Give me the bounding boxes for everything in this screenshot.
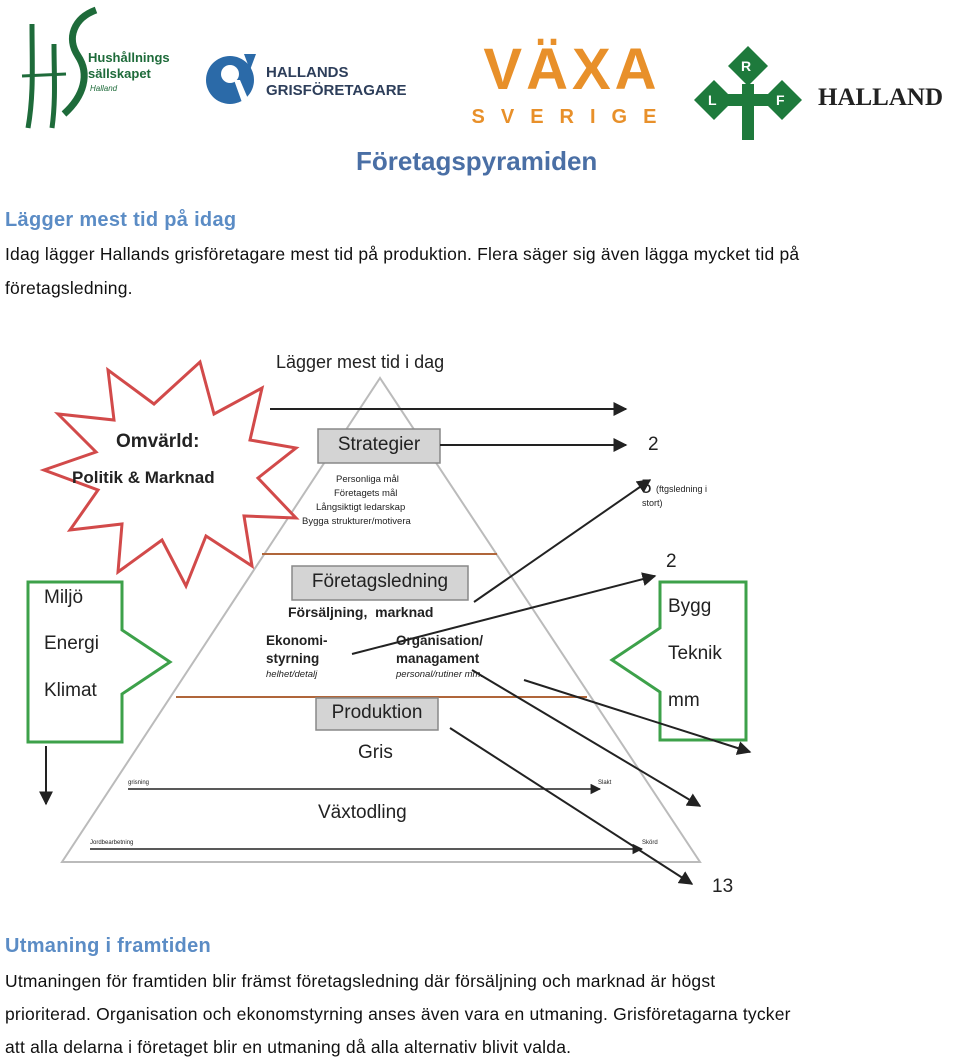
lrf-leaf-icon	[694, 46, 802, 140]
hs-line3: Halland	[90, 84, 118, 93]
management-box	[291, 565, 469, 601]
page-title: Företagspyramiden	[356, 146, 598, 176]
right-arrow-box	[609, 580, 748, 742]
left-box-item-klimat: Klimat	[44, 680, 97, 701]
count-management-note-1: (ftgsledning i	[656, 484, 708, 494]
timeline-gris-start: grisning	[128, 780, 150, 786]
lrf-letter-f: F	[776, 92, 785, 108]
count-sales: 2	[666, 551, 677, 572]
arrow-to-5	[473, 479, 652, 603]
strategy-item-4: Bygga strukturer/motivera	[302, 516, 411, 527]
left-arrow-box	[26, 580, 173, 744]
right-box-item-bygg: Bygg	[668, 596, 712, 617]
section2-heading: Utmaning i framtiden	[5, 935, 212, 957]
hs-line1: Hushållnings	[88, 50, 170, 65]
management-left-1: Ekonomi-	[266, 633, 328, 648]
management-sub: Försäljning, marknad	[288, 604, 434, 620]
hg-line1: HALLANDS	[266, 64, 349, 81]
strategy-item-1: Personliga mål	[336, 474, 399, 485]
lrf-letter-r: R	[741, 58, 752, 74]
strategy-item-2: Företagets mål	[334, 488, 398, 499]
production-gris: Gris	[358, 742, 393, 763]
lrf-letter-l: L	[708, 92, 717, 108]
section2-line1: Utmaningen för framtiden blir främst för…	[5, 971, 716, 991]
hg-emblem-icon	[206, 54, 256, 108]
logo-hallands-grisforetagare: HALLANDS GRISFÖRETAGARE	[204, 50, 434, 112]
diagram-top-label: Lägger mest tid i dag	[276, 352, 445, 372]
pyramid-outline	[60, 376, 702, 863]
timeline-vaxt-start: Jordbearbetning	[90, 840, 134, 846]
hs-line2: sällskapet	[88, 66, 151, 81]
production-box	[315, 697, 439, 731]
hg-line2: GRISFÖRETAGARE	[266, 82, 407, 99]
section1-heading: Lägger mest tid på idag	[5, 209, 237, 231]
arrow-vaxt	[449, 727, 694, 885]
count-management-note-2: stort)	[642, 498, 663, 508]
lrf-word: HALLAND	[818, 84, 944, 111]
management-right-3: personal/rutiner mm.	[396, 669, 484, 680]
section1-line1: Idag lägger Hallands grisföretagare mest…	[5, 244, 800, 264]
management-label: Företagsledning	[311, 571, 449, 592]
management-left-3: helhet/detalj	[266, 669, 318, 680]
count-production: 13	[712, 876, 734, 897]
strategy-label: Strategier	[337, 434, 421, 455]
timeline-vaxt-end: Skörd	[642, 840, 658, 846]
management-right-1: Organisation/	[396, 633, 484, 648]
right-box-item-teknik: Teknik	[668, 643, 722, 664]
vaxa-line1: VÄXA	[483, 37, 661, 102]
logo-vaxa-sverige: VÄXA SVERIGE	[462, 40, 682, 135]
omvarld-starburst	[39, 359, 300, 590]
management-right-2: managament	[396, 651, 480, 666]
vaxa-line2: SVERIGE	[471, 106, 673, 128]
hs-emblem-icon	[21, 6, 98, 129]
count-management: 5	[641, 477, 652, 498]
section1-line2: företagsledning.	[5, 278, 133, 298]
logo-hushallningssallskapet: Hushållnings sällskapet Halland	[14, 4, 184, 132]
management-left-2: styrning	[266, 651, 320, 666]
section2-line2: prioriterad. Organisation och ekonomstyr…	[5, 1004, 791, 1024]
strategy-box	[317, 428, 441, 464]
arrow-gris	[471, 669, 702, 807]
star-title: Omvärld:	[116, 431, 200, 452]
section2-line3: att alla delarna i företaget blir en utm…	[5, 1037, 572, 1057]
production-vaxtodling: Växtodling	[318, 802, 407, 823]
strategy-item-3: Långsiktigt ledarskap	[316, 502, 406, 513]
right-box-item-mm: mm	[668, 690, 700, 711]
arrow-to-2	[351, 572, 657, 655]
logo-lrf-halland: R L F HALLAND	[692, 44, 954, 142]
arrow-org	[523, 679, 752, 755]
count-strategy: 2	[648, 434, 659, 455]
left-box-item-energi: Energi	[44, 633, 99, 654]
left-box-item-miljo: Miljö	[44, 587, 84, 608]
production-label: Produktion	[331, 702, 423, 723]
star-subtitle: Politik & Marknad	[72, 468, 215, 487]
timeline-gris-end: Slakt	[598, 780, 612, 786]
